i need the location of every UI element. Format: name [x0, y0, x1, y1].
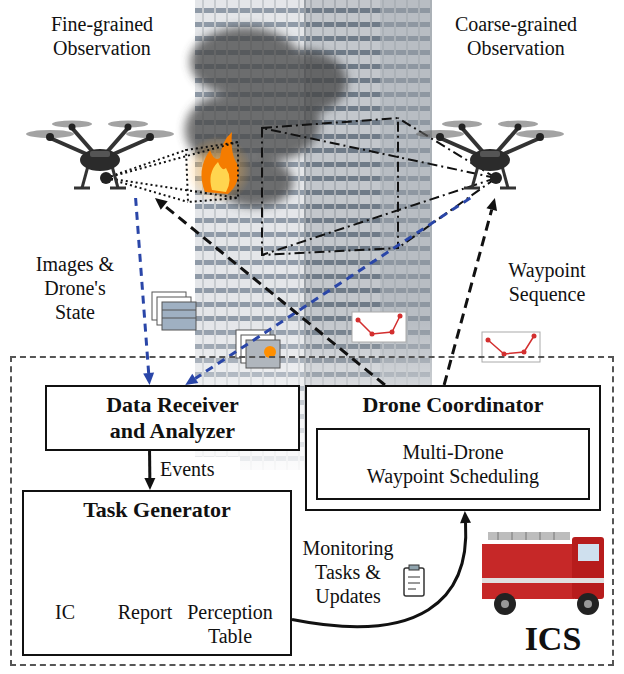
fire-truck-part: [482, 544, 574, 599]
fire-truck-part: [577, 593, 599, 615]
connector-line: [164, 206, 385, 385]
fire-truck-part: [494, 593, 516, 615]
edge-label: Events: [160, 457, 240, 481]
icon-label: Perception Table: [180, 600, 280, 648]
clipboard-icon-part: [408, 589, 416, 590]
icon-label: Report: [113, 600, 177, 624]
waypoint-icon-part: [356, 318, 361, 323]
image-stack-part: [162, 302, 196, 330]
drone-icon-part: [416, 121, 564, 189]
system-region: ICS Data Receiver and Analyzer Drone Coord…: [10, 356, 614, 666]
fire-truck-part: [540, 532, 541, 540]
arrow-head: [486, 198, 497, 211]
clipboard-icon: [404, 565, 424, 596]
view-frustum: [106, 142, 238, 202]
arrow-head: [185, 374, 198, 385]
view-frustum-part: [262, 178, 496, 255]
node-label: Coarse-grained Observation: [428, 12, 604, 60]
arrow-head: [143, 373, 154, 385]
fire-truck-part: [554, 532, 555, 540]
process-box: Data Receiver and Analyzer: [45, 385, 300, 451]
connector-line: [148, 451, 151, 478]
fire-truck-part: [498, 532, 499, 540]
fire-truck-part: [526, 532, 527, 540]
process-box: Drone CoordinatorMulti-Drone Waypoint Sc…: [305, 385, 601, 511]
view-frustum-part: [262, 118, 398, 255]
drone-icon: [26, 121, 174, 189]
node-label: Fine-grained Observation: [18, 12, 186, 60]
fire-truck-part: [488, 532, 570, 540]
node-label: Task Generator: [24, 497, 290, 523]
edge-label: Images & Drone's State: [30, 252, 120, 324]
smoke: [185, 27, 347, 207]
image-stack: [152, 292, 196, 330]
drone-icon: [416, 121, 564, 189]
arrow-head: [144, 478, 155, 490]
view-frustum-part: [398, 178, 496, 248]
waypoint-icon-part: [358, 316, 400, 334]
fire-truck-part: [501, 600, 509, 608]
fire-truck: [482, 532, 604, 615]
node-label: Multi-Drone Waypoint Scheduling: [365, 440, 541, 488]
fire-truck-part: [584, 600, 592, 608]
clipboard-icon-part: [409, 565, 419, 570]
fire-truck-part: [572, 537, 604, 599]
view-frustum-part: [106, 178, 188, 202]
smoke-part: [263, 50, 347, 114]
fire-part: [201, 132, 238, 194]
fire-truck-part: [482, 578, 604, 583]
image-stack-part: [246, 340, 280, 368]
waypoint-icon-part: [352, 312, 406, 342]
clipboard-icon-part: [408, 577, 420, 578]
image-stack-part: [162, 310, 196, 311]
drone-unit: Fine-grained Observation: [18, 12, 186, 198]
waypoint-icon-part: [532, 334, 537, 339]
waypoint-icon-part: [370, 332, 375, 337]
clipboard-icon-part: [404, 568, 424, 596]
waypoint-icon-part: [398, 314, 403, 319]
node-label: ICS: [506, 620, 600, 658]
connector: [292, 511, 471, 627]
clipboard-icon-part: [408, 583, 420, 584]
node-label: Drone Coordinator: [307, 392, 599, 418]
waypoint-icon: [352, 312, 406, 342]
waypoint-icon-part: [390, 330, 395, 335]
process-box: Task GeneratorIC ReportPerception Table: [22, 490, 292, 656]
fire-part: [210, 162, 229, 192]
connector: [144, 451, 155, 490]
edge-label: Monitoring Tasks & Updates: [296, 536, 400, 608]
fire-truck-part: [578, 544, 599, 561]
node-label: Data Receiver and Analyzer: [90, 392, 255, 444]
connector-line: [292, 523, 466, 627]
fire-part: [184, 136, 252, 204]
process-box: Multi-Drone Waypoint Scheduling: [316, 428, 590, 500]
fire-truck-part: [512, 532, 513, 540]
waypoint-icon-part: [488, 336, 534, 354]
drone-unit: Coarse-grained Observation: [428, 12, 604, 198]
waypoint-icon-part: [522, 350, 527, 355]
connector-line: [195, 198, 470, 378]
fire: [184, 132, 252, 204]
drone-icon-part: [26, 121, 174, 189]
icon-label: IC: [40, 600, 90, 624]
connector-line: [136, 198, 149, 373]
waypoint-icon-part: [486, 338, 491, 343]
arrow-head: [155, 198, 168, 210]
arrow-head: [460, 511, 471, 523]
view-frustum-part: [186, 142, 238, 202]
edge-label: Waypoint Sequence: [482, 258, 612, 306]
image-stack-part: [162, 318, 196, 319]
view-frustum: [262, 118, 496, 255]
